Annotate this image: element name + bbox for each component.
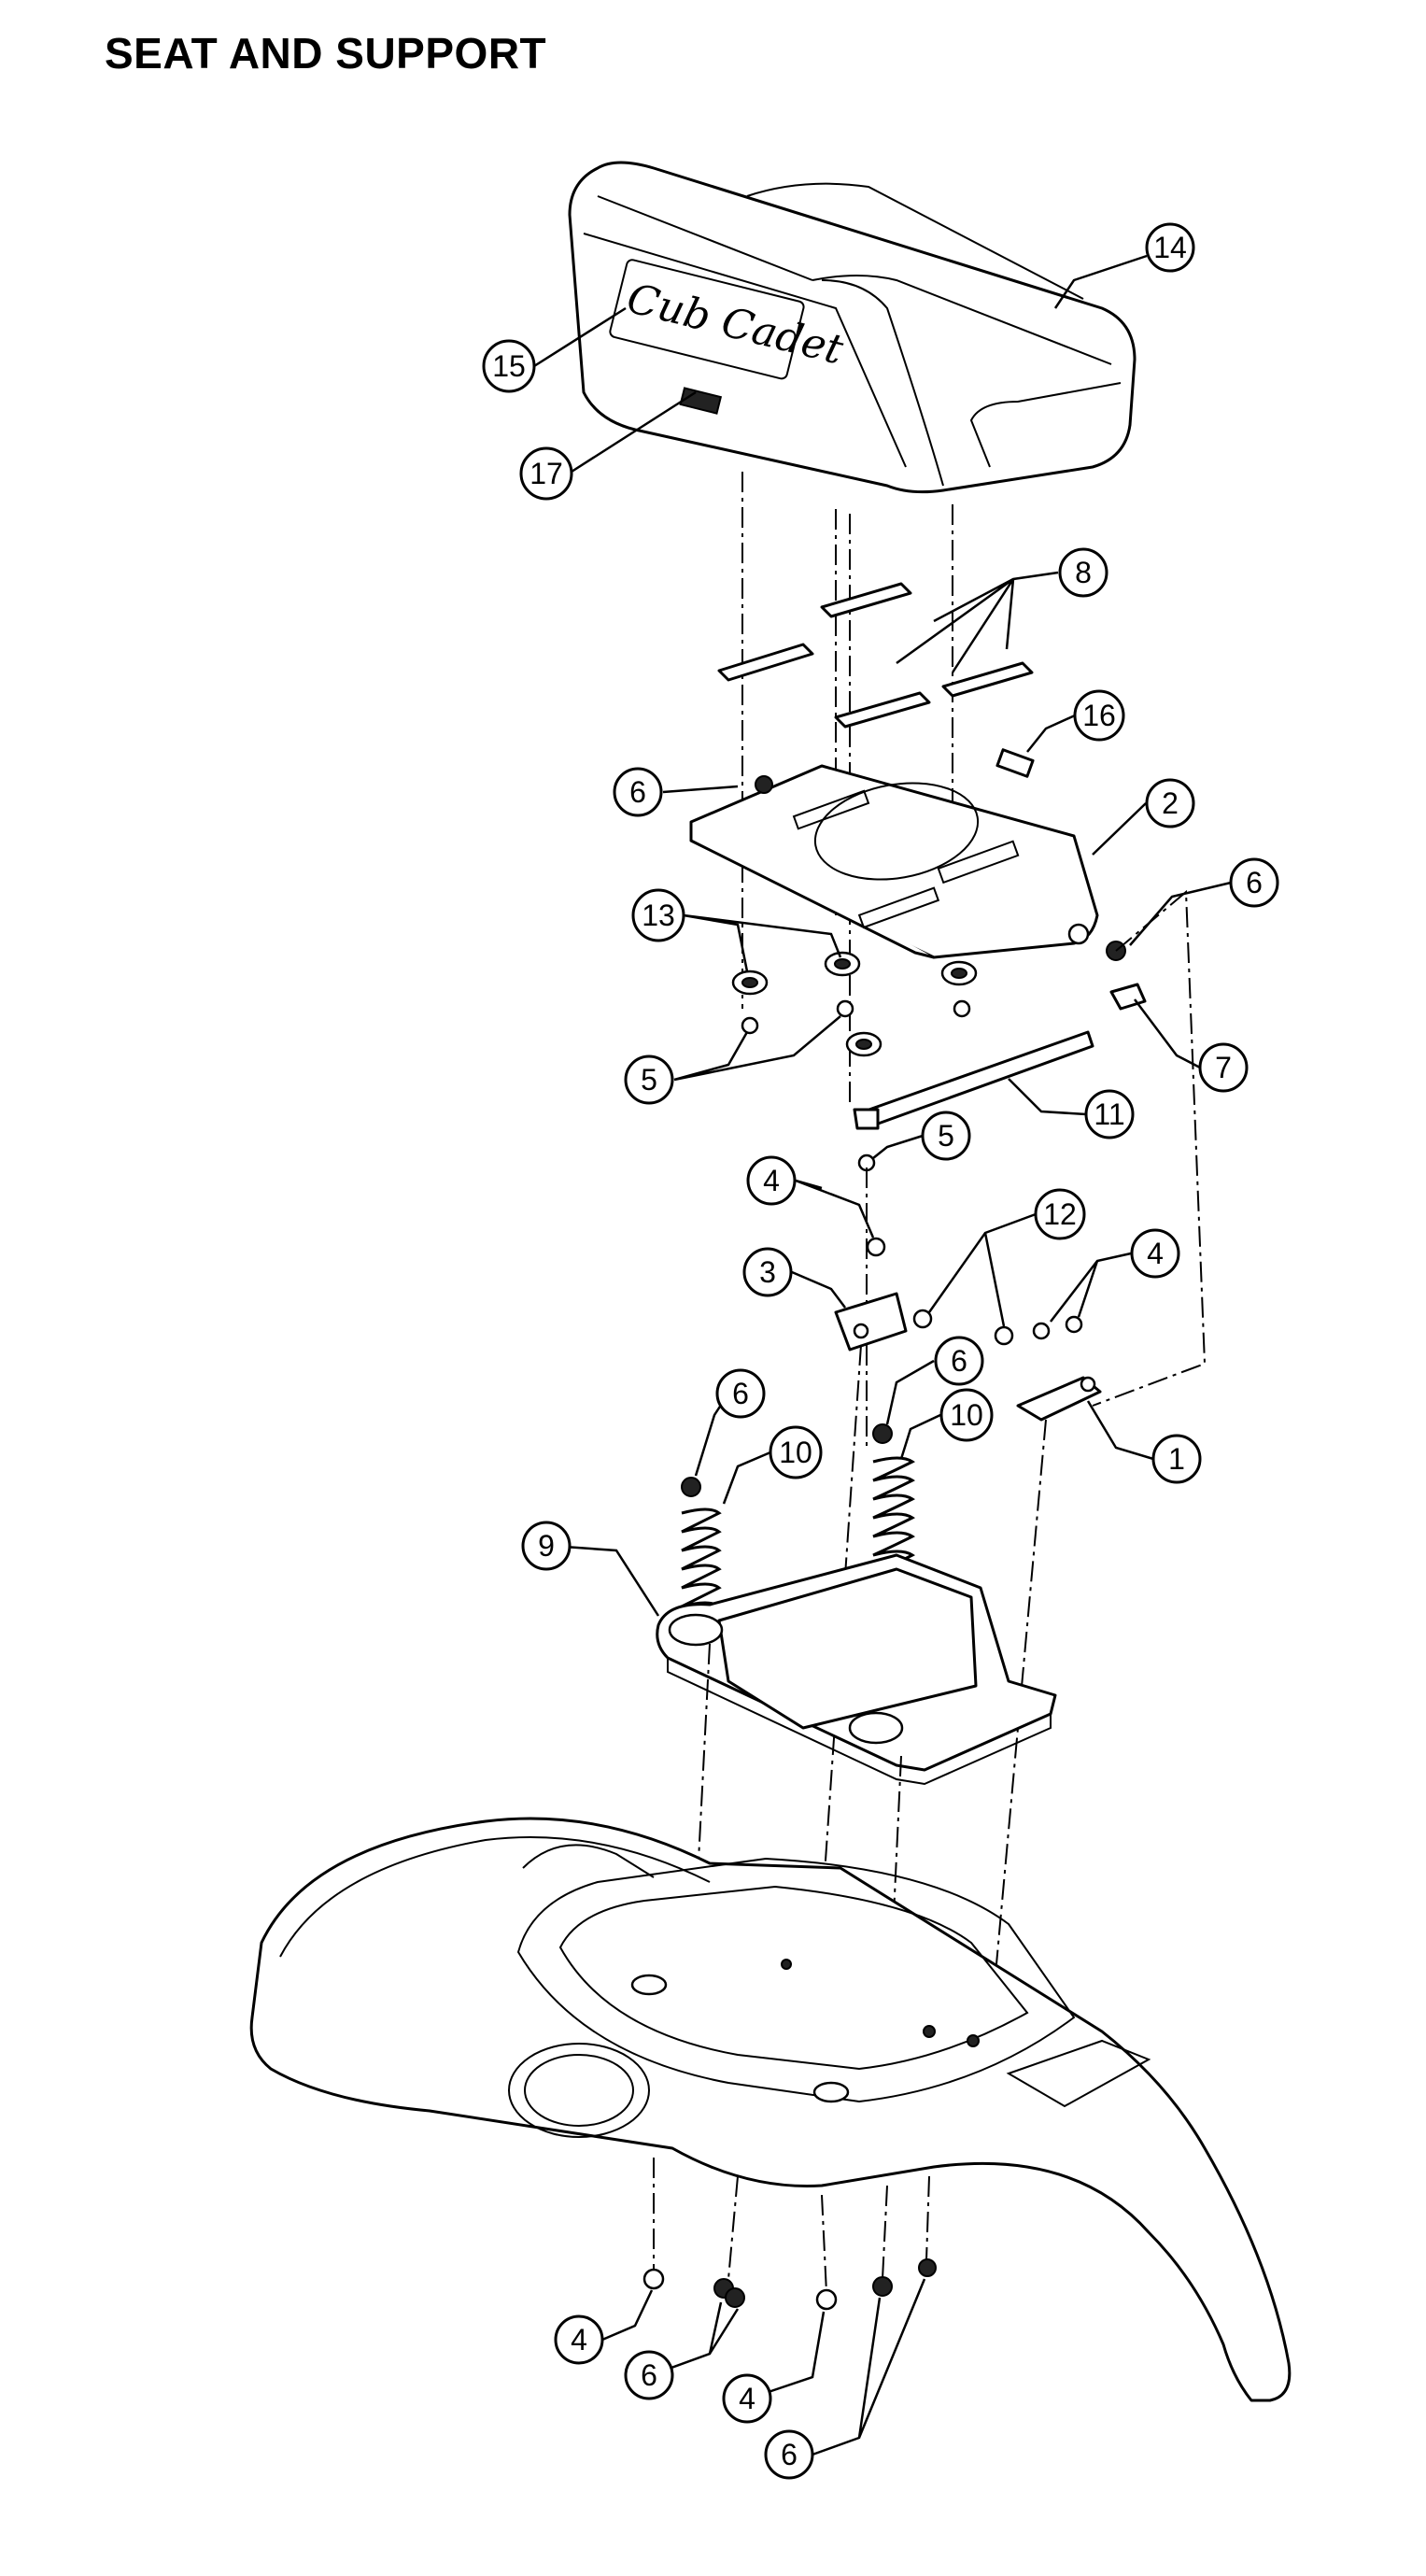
callout-7: 7	[1198, 1042, 1249, 1093]
callout-5-left: 5	[624, 1054, 674, 1105]
callout-2: 2	[1145, 778, 1195, 828]
nut-6f	[872, 2276, 893, 2297]
nut-6d	[872, 1423, 893, 1444]
svg-text:9: 9	[538, 1529, 555, 1563]
seat-pan	[689, 764, 1099, 959]
rear-fender	[249, 1817, 1292, 2402]
adjust-bar	[853, 983, 1147, 1130]
svg-text:15: 15	[492, 349, 526, 383]
page-title: SEAT AND SUPPORT	[105, 29, 547, 78]
logo-plate	[609, 259, 805, 380]
svg-text:4: 4	[571, 2323, 587, 2357]
callout-17: 17	[519, 446, 573, 501]
callout-6-lower-left: 6	[624, 2350, 674, 2400]
svg-text:14: 14	[1153, 231, 1187, 264]
bracket-3	[834, 1292, 908, 1352]
svg-text:7: 7	[1215, 1051, 1232, 1084]
callout-6-spring-right: 6	[934, 1336, 984, 1386]
svg-text:10: 10	[779, 1436, 812, 1469]
screw-4c	[642, 2268, 665, 2290]
screw-4a	[866, 1237, 886, 1257]
svg-text:4: 4	[763, 1164, 780, 1197]
callout-10-right: 10	[939, 1388, 994, 1442]
svg-text:2: 2	[1162, 786, 1179, 820]
plate-16	[995, 748, 1035, 778]
svg-text:16: 16	[1082, 699, 1116, 732]
callout-1: 1	[1151, 1434, 1202, 1484]
nut-6a	[755, 775, 773, 794]
callout-13: 13	[631, 888, 685, 942]
seat-support-9	[656, 1553, 1057, 1786]
callout-4-upper-left: 4	[746, 1155, 797, 1206]
svg-text:8: 8	[1075, 556, 1092, 589]
svg-text:6: 6	[732, 1377, 749, 1410]
callout-6-spring-left: 6	[715, 1368, 766, 1419]
bracket-1	[1016, 1376, 1102, 1422]
callout-4-upper-right: 4	[1130, 1228, 1180, 1279]
screw-4b	[1032, 1322, 1051, 1340]
callout-15: 15	[482, 339, 536, 393]
screw-4c	[1065, 1315, 1083, 1334]
screw-4d	[815, 2288, 838, 2311]
svg-text:6: 6	[1246, 866, 1263, 899]
svg-text:12: 12	[1043, 1197, 1077, 1231]
callout-5-center: 5	[921, 1111, 971, 1161]
svg-text:4: 4	[739, 2382, 755, 2415]
svg-text:3: 3	[759, 1255, 776, 1289]
callout-10-left: 10	[769, 1425, 823, 1479]
svg-text:17: 17	[529, 457, 563, 490]
spring-right	[872, 1456, 915, 1576]
svg-text:5: 5	[938, 1119, 954, 1153]
svg-text:6: 6	[951, 1344, 967, 1378]
svg-text:6: 6	[781, 2438, 798, 2471]
svg-text:10: 10	[950, 1398, 983, 1432]
svg-text:4: 4	[1147, 1237, 1164, 1270]
callout-6-upper-right: 6	[1229, 857, 1279, 908]
callout-3: 3	[742, 1247, 793, 1297]
screw-12a	[912, 1309, 933, 1329]
nut-6f2	[918, 2258, 937, 2277]
callout-9: 9	[521, 1521, 572, 1571]
rubber-mounts	[731, 951, 978, 1057]
svg-text:11: 11	[1094, 1097, 1124, 1131]
svg-text:6: 6	[629, 775, 646, 809]
callout-6-lower-center: 6	[764, 2429, 814, 2480]
svg-text:13: 13	[642, 899, 675, 932]
screw-12b	[994, 1325, 1014, 1346]
callout-16: 16	[1073, 689, 1125, 742]
callout-4-lower-left: 4	[554, 2314, 604, 2365]
seat-cushion: Cub Cadet	[568, 161, 1137, 494]
leader-lines	[533, 254, 1232, 2456]
nut-6c	[681, 1477, 701, 1497]
nut-6e2	[725, 2287, 745, 2308]
callout-12: 12	[1034, 1188, 1086, 1240]
svg-text:5: 5	[641, 1063, 657, 1097]
callout-14: 14	[1145, 222, 1195, 273]
seat-slides	[717, 582, 1034, 729]
callout-8: 8	[1058, 547, 1108, 598]
callout-11: 11	[1084, 1089, 1135, 1139]
callout-4-lower-center: 4	[722, 2373, 772, 2424]
callout-6-upper-left: 6	[613, 767, 663, 817]
svg-text:6: 6	[641, 2358, 657, 2392]
svg-text:1: 1	[1168, 1442, 1185, 1476]
bolts-5	[741, 999, 971, 1172]
